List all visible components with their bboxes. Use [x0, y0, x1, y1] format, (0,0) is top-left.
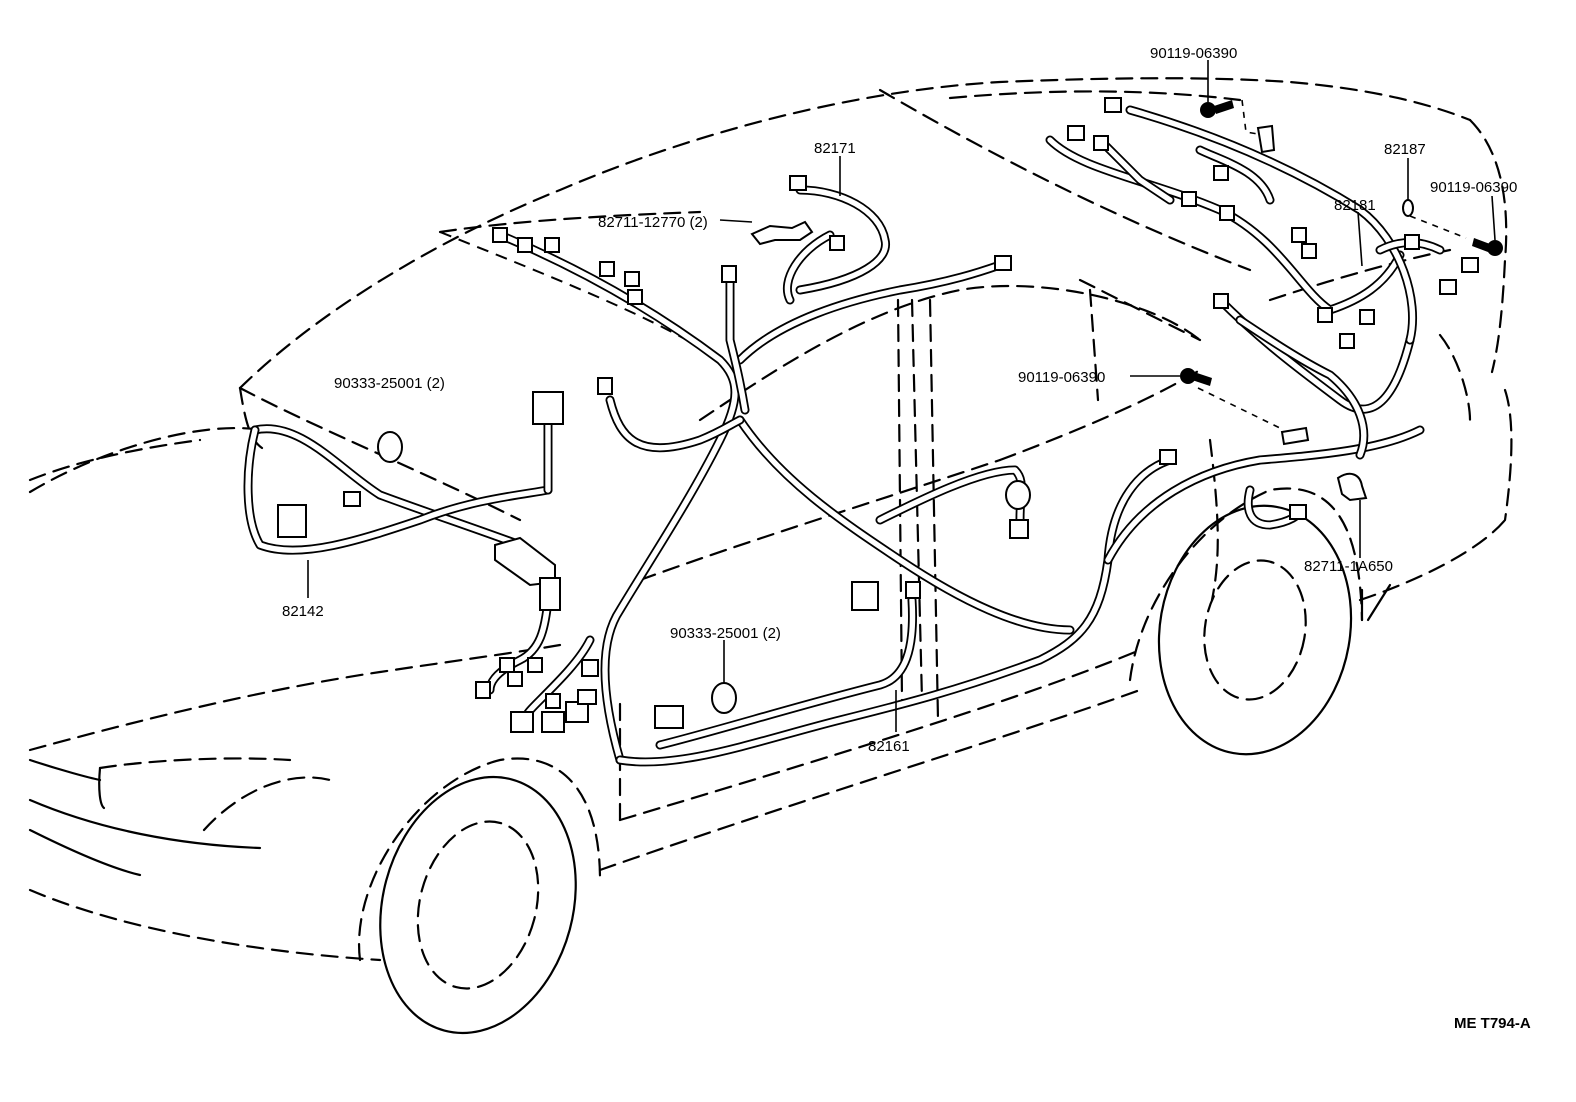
- label-bolt-right: 90119-06390: [1430, 179, 1517, 196]
- grommet-icon: [377, 431, 403, 463]
- figure-code: ME T794-A: [1454, 1015, 1531, 1032]
- part-labels: 90119-06390 82187 90119-06390 82181 8217…: [282, 45, 1531, 1032]
- bolt-icon: [1180, 368, 1212, 386]
- fasteners: [377, 100, 1503, 714]
- bolt-icon: [1472, 238, 1503, 256]
- connector-block: [277, 504, 307, 538]
- label-clamp-82187: 82187: [1384, 141, 1426, 158]
- label-grommet-lower: 90333-25001 (2): [670, 625, 781, 642]
- bolt-icon: [1200, 100, 1234, 118]
- clamp-icon: [1336, 472, 1368, 502]
- label-harness-82161: 82161: [868, 738, 910, 755]
- label-harness-82171: 82171: [814, 140, 856, 157]
- grommet-icon: [711, 682, 737, 714]
- leader-lines: [307, 60, 1496, 732]
- label-bolt-mid: 90119-06390: [1018, 369, 1105, 386]
- clamp-icon: [750, 220, 814, 246]
- label-grommet-upper: 90333-25001 (2): [334, 375, 445, 392]
- car-body-outline: [28, 77, 1513, 1035]
- connectors: [277, 97, 1479, 733]
- label-clamp-82711-1a650: 82711-1A650: [1304, 558, 1393, 575]
- label-clamp-82711-12770: 82711-12770 (2): [598, 214, 708, 231]
- label-harness-82181: 82181: [1334, 197, 1376, 214]
- switch-icon: [1005, 480, 1031, 510]
- clamp-icon: [1402, 199, 1414, 217]
- connector-block: [532, 391, 564, 425]
- label-bolt-top: 90119-06390: [1150, 45, 1237, 62]
- label-harness-82142: 82142: [282, 603, 324, 620]
